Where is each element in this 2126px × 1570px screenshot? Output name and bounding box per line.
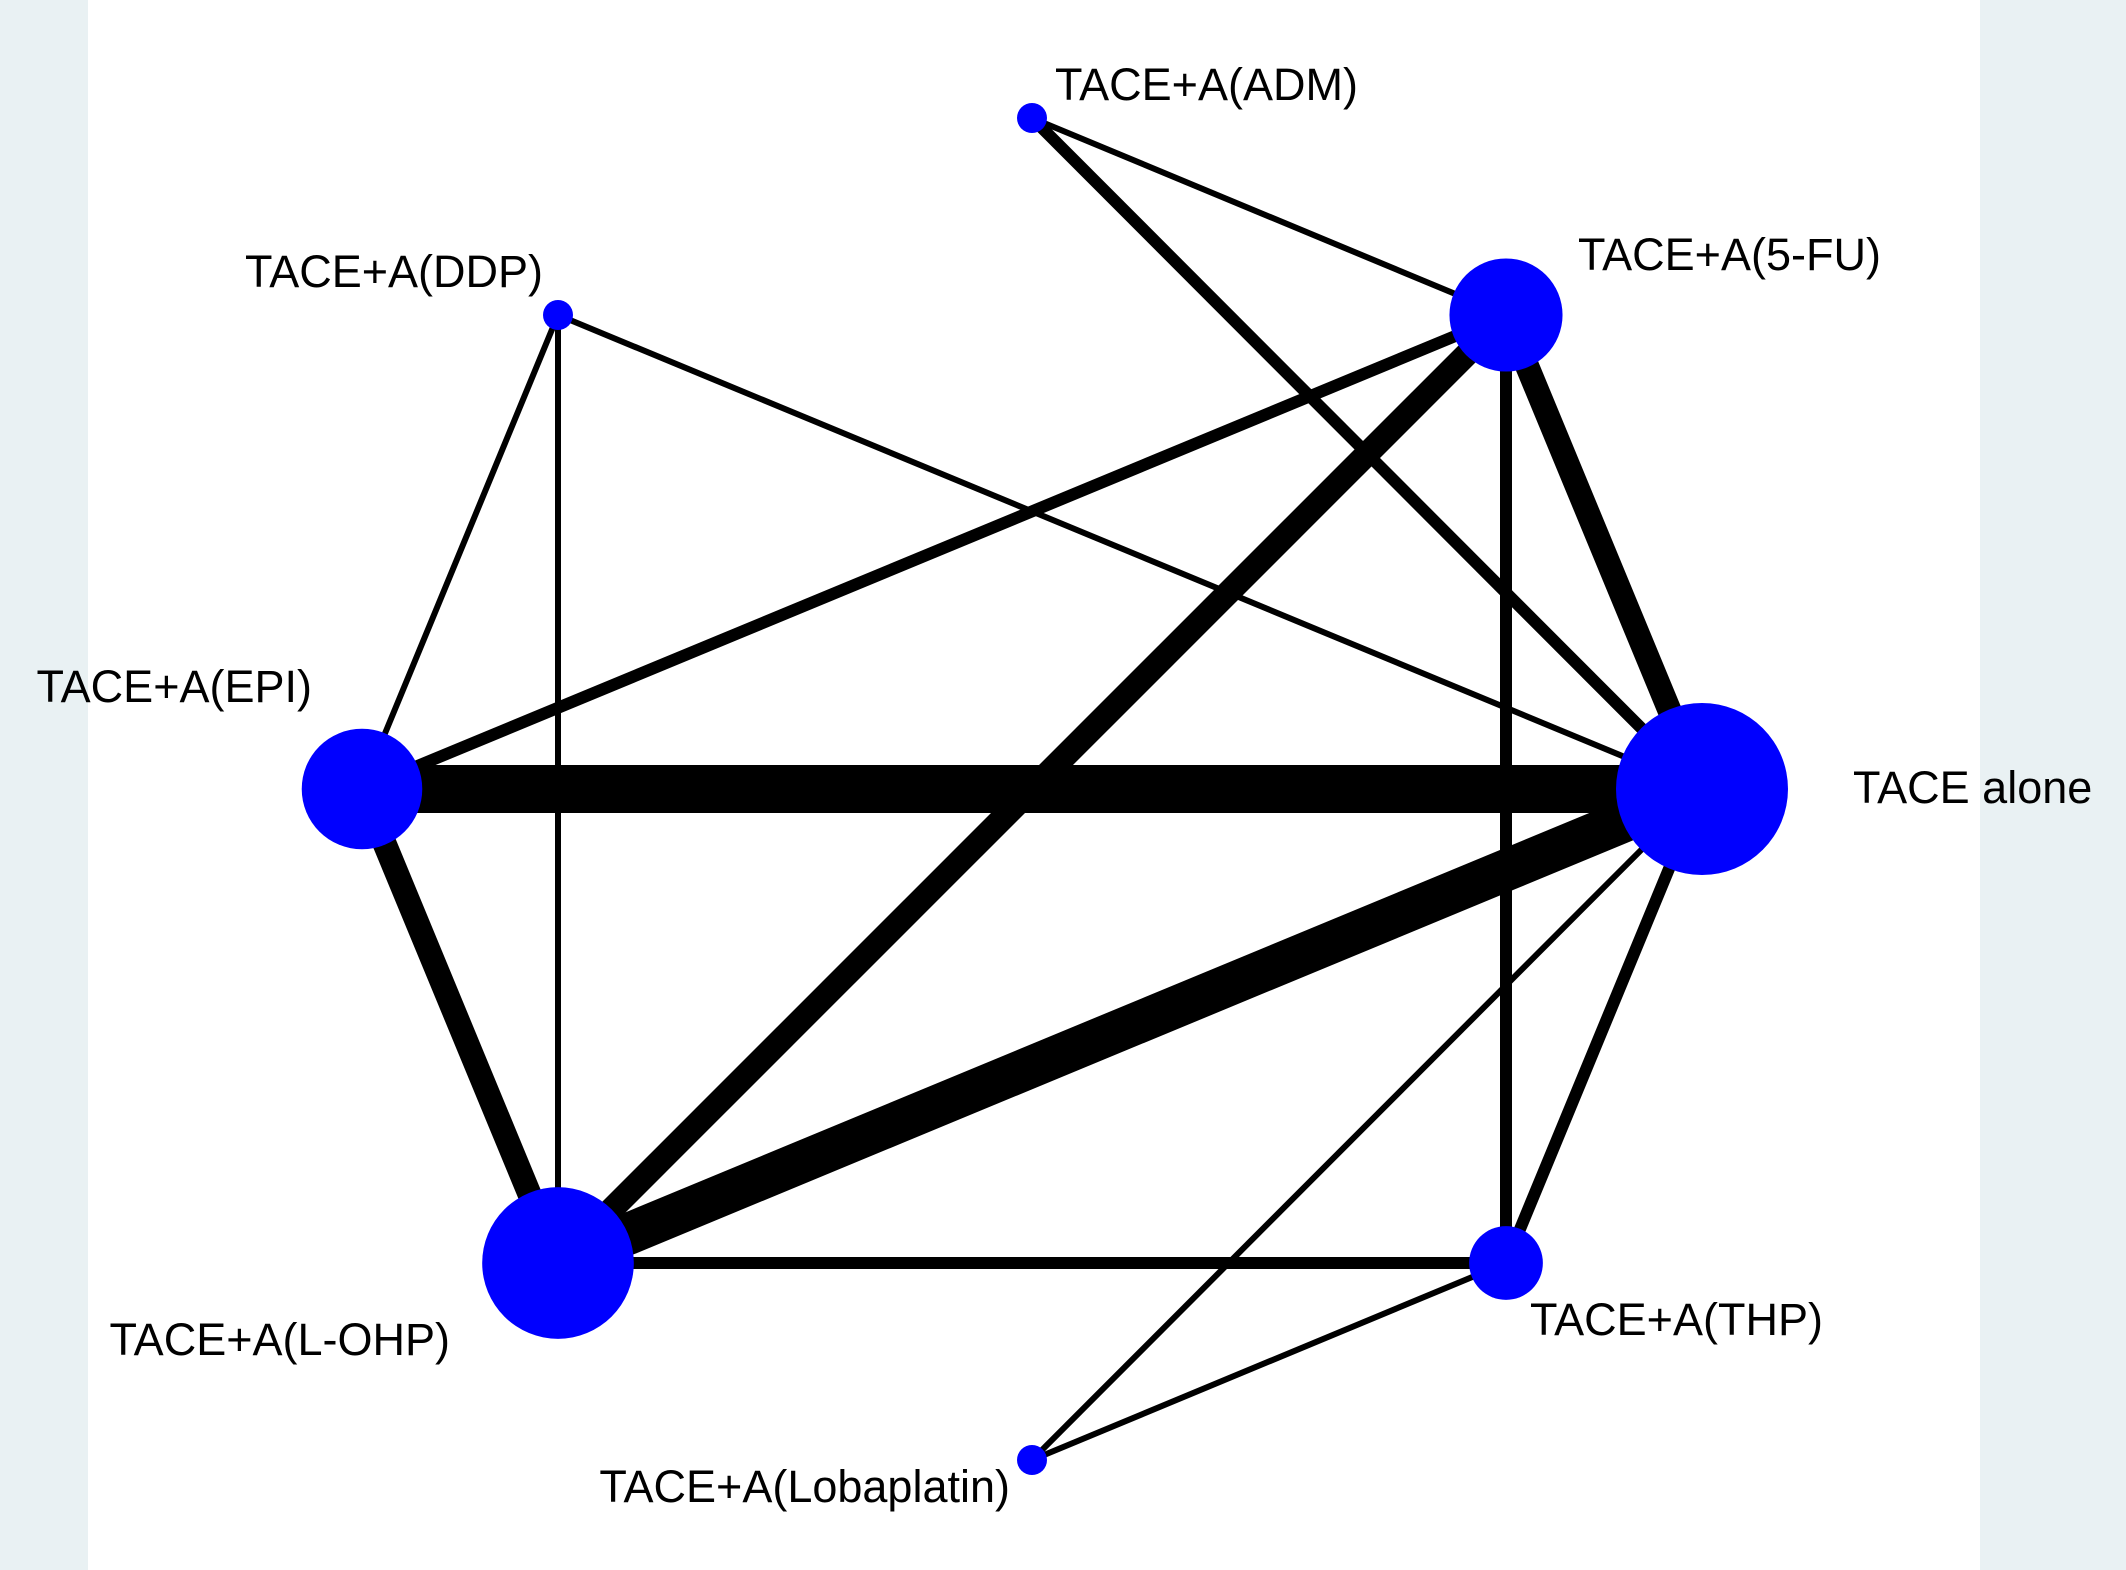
node-ddp <box>543 300 573 330</box>
node-label-adm: TACE+A(ADM) <box>1055 59 1358 110</box>
node-label-alone: TACE alone <box>1853 762 2092 813</box>
edge-loba-thp <box>1030 1260 1508 1463</box>
edge-fu-epi <box>359 309 1509 795</box>
node-labels: TACE+A(ADM)TACE+A(5-FU)TACE aloneTACE+A(… <box>37 59 2093 1512</box>
node-thp <box>1469 1226 1543 1300</box>
nodes <box>301 103 1788 1475</box>
edge-loba-alone <box>1029 786 1705 1463</box>
node-lohp <box>482 1187 634 1339</box>
node-alone <box>1616 703 1788 875</box>
edge-adm-fu <box>1030 115 1508 318</box>
node-epi <box>301 728 423 850</box>
node-label-ddp: TACE+A(DDP) <box>245 246 543 297</box>
node-adm <box>1017 103 1047 133</box>
edge-lohp-alone <box>549 769 1711 1283</box>
node-label-loba: TACE+A(Lobaplatin) <box>599 1461 1010 1512</box>
node-fu <box>1449 258 1563 372</box>
node-loba <box>1017 1445 1047 1475</box>
node-label-epi: TACE+A(EPI) <box>37 661 312 712</box>
edge-epi-lohp <box>350 784 570 1268</box>
node-label-lohp: TACE+A(L-OHP) <box>110 1314 450 1365</box>
edge-ddp-epi <box>359 313 561 791</box>
node-label-fu: TACE+A(5-FU) <box>1578 229 1881 280</box>
node-label-thp: TACE+A(THP) <box>1530 1294 1823 1345</box>
edges <box>350 113 1714 1463</box>
